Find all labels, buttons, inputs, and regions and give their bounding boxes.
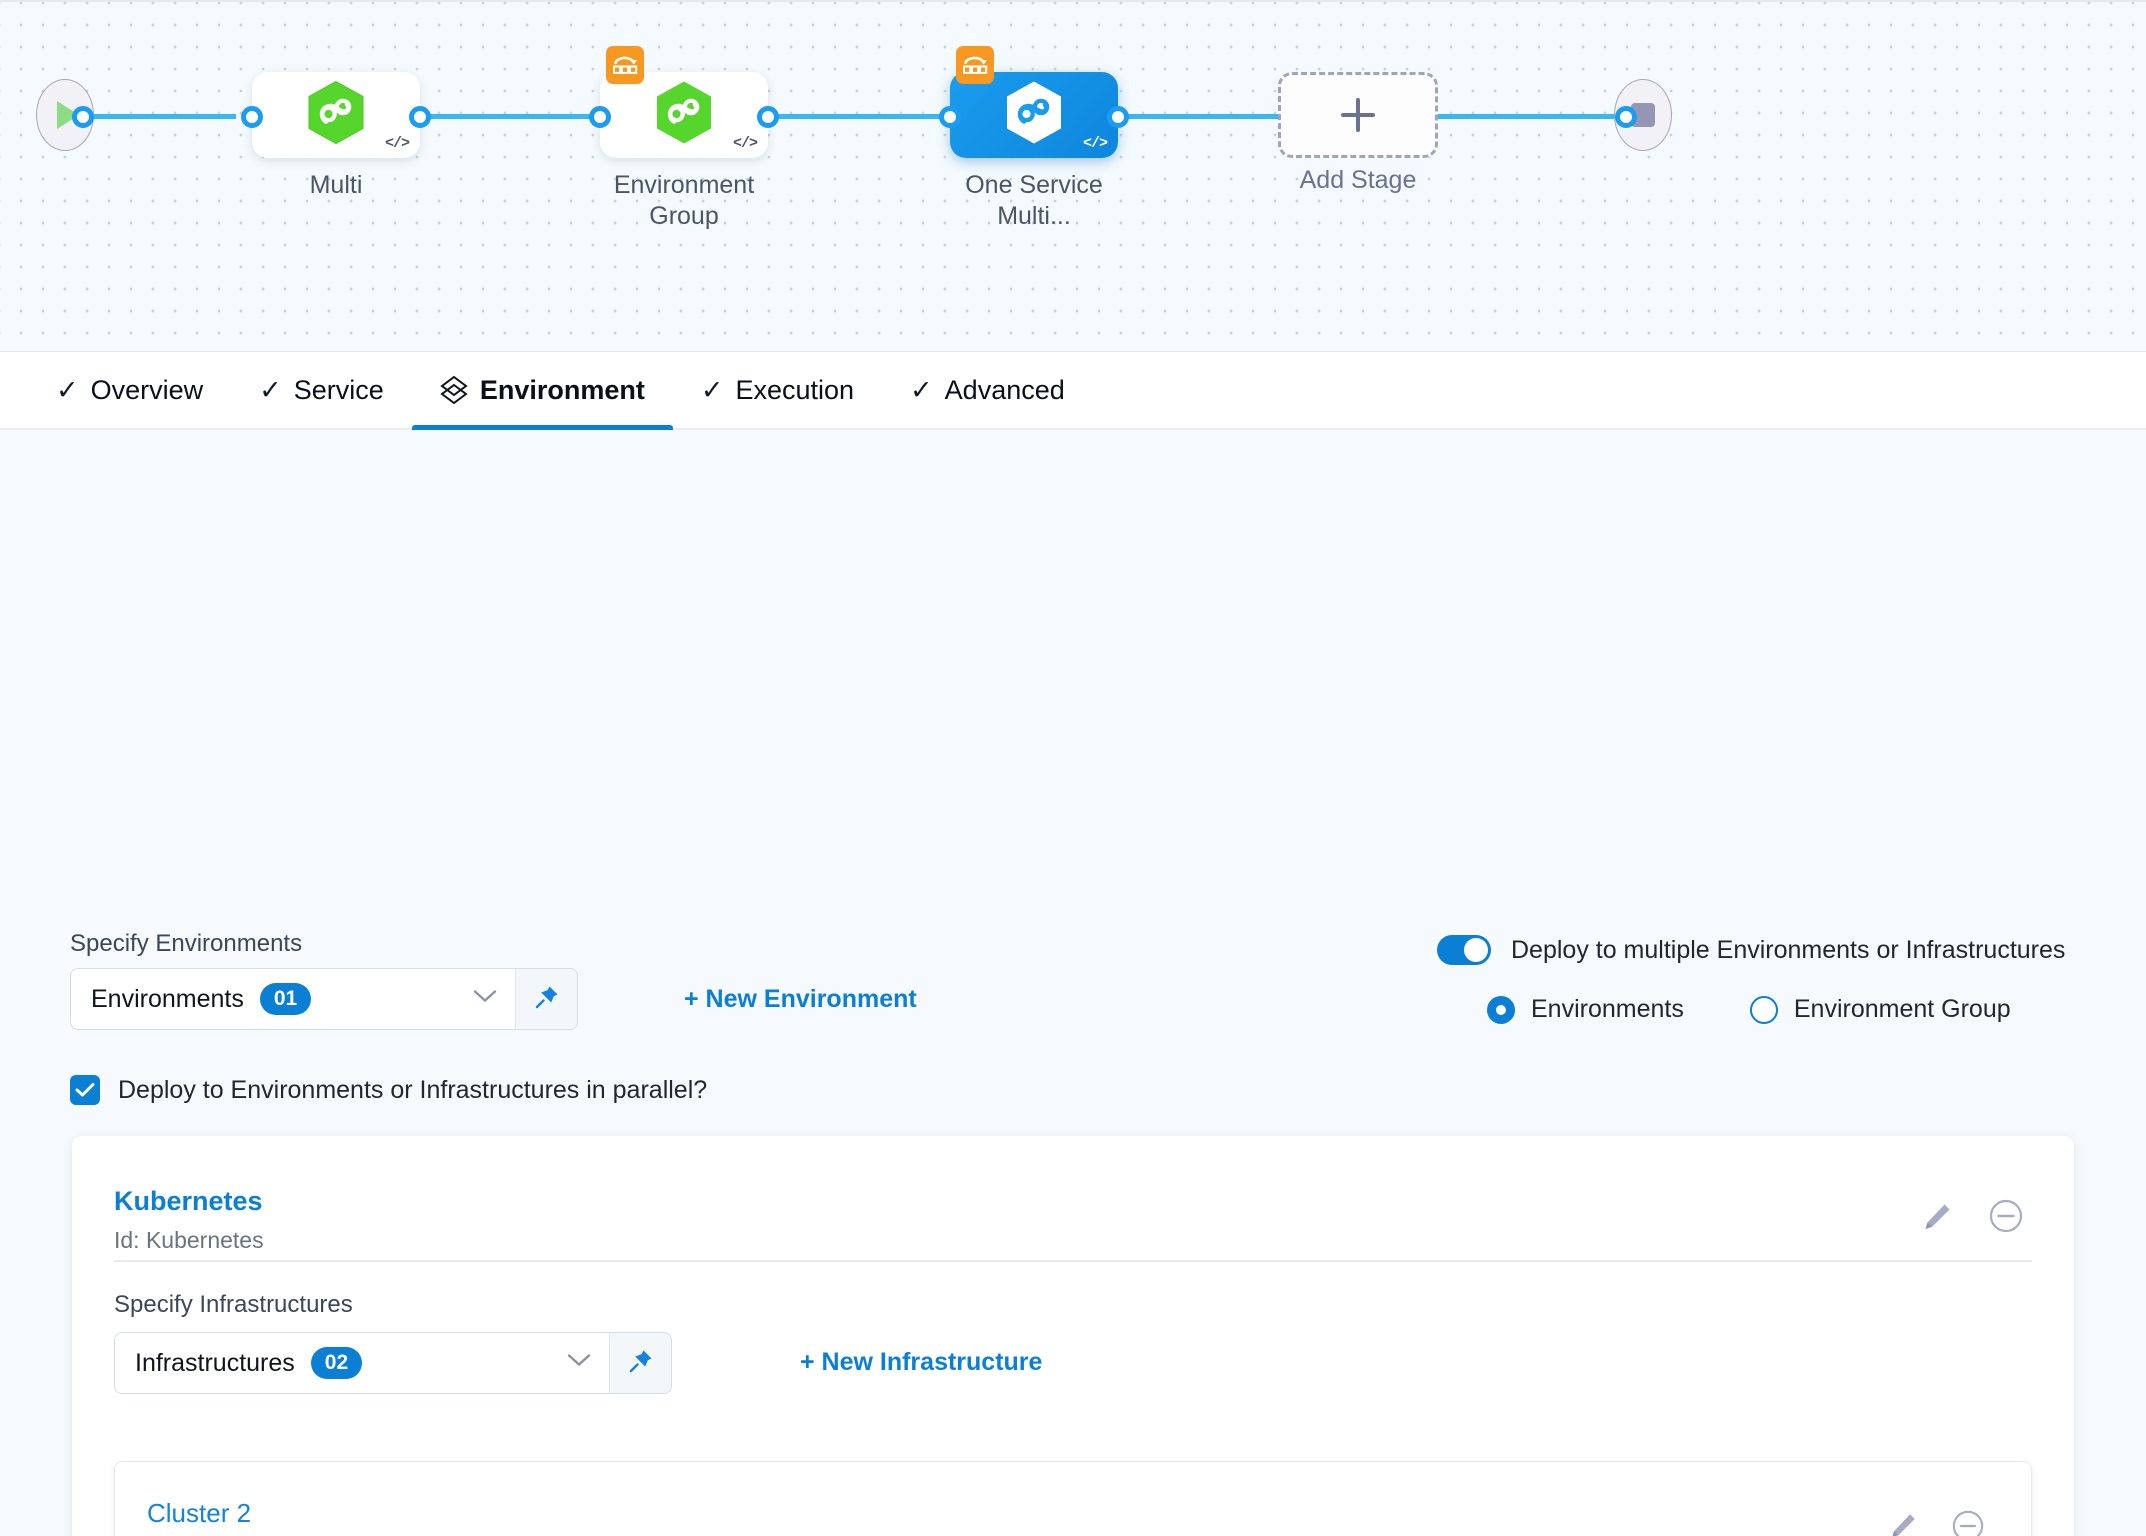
infrastructures-selector-main[interactable]: Infrastructures 02 [115, 1333, 609, 1393]
pipeline-port[interactable] [241, 106, 263, 128]
stage-tabs: ✓ Overview ✓ Service Environment ✓ Execu… [0, 351, 2146, 431]
radio-environment-group-input[interactable] [1749, 995, 1778, 1024]
tab-environment[interactable]: Environment [411, 351, 673, 431]
check-icon: ✓ [700, 374, 724, 405]
deploy-parallel-checkbox[interactable] [70, 1075, 100, 1105]
matrix-strategy-icon [956, 46, 994, 84]
chevron-down-icon[interactable] [473, 990, 497, 1009]
environment-id: Id: Kubernetes [114, 1227, 264, 1253]
radio-environments-input[interactable] [1487, 995, 1515, 1024]
pipeline-port[interactable] [589, 106, 611, 128]
code-glyph-icon[interactable]: </> [1082, 135, 1108, 152]
check-icon: ✓ [259, 374, 282, 405]
environment-edit-button[interactable] [1920, 1200, 1954, 1234]
pipeline-edge [1436, 114, 1626, 119]
harness-hex-icon [655, 81, 713, 150]
tab-label: Overview [90, 374, 204, 405]
harness-hex-icon [307, 80, 365, 150]
pipeline-port[interactable] [72, 106, 94, 128]
environment-card: Kubernetes Id: Kubernetes Specify Infras… [72, 1136, 2074, 1536]
check-icon: ✓ [56, 374, 79, 405]
layers-icon [440, 375, 468, 405]
infrastructures-selector[interactable]: Infrastructures 02 [114, 1332, 672, 1394]
environments-count-badge: 01 [259, 982, 312, 1016]
tab-advanced[interactable]: ✓ Advanced [882, 351, 1093, 429]
environments-pin-button[interactable] [515, 969, 577, 1029]
harness-hex-icon [1005, 81, 1063, 150]
deploy-multiple-toggle-row[interactable]: Deploy to multiple Environments or Infra… [1437, 935, 2065, 965]
radio-environment-group-label: Environment Group [1793, 995, 2011, 1023]
deploy-multiple-toggle[interactable] [1437, 935, 1491, 965]
environments-selector[interactable]: Environments 01 [70, 968, 578, 1030]
infrastructure-list-item[interactable]: Cluster 2 Id: Cluster_2 [114, 1461, 2032, 1536]
radio-environments-label: Environments [1531, 995, 1684, 1023]
pipeline-port[interactable] [409, 106, 431, 128]
pipeline-edge [420, 114, 600, 119]
infrastructures-selector-text: Infrastructures [135, 1348, 295, 1377]
infrastructure-item-text: Cluster 2 Id: Cluster_2 [147, 1498, 277, 1536]
pin-icon [534, 984, 560, 1015]
pin-icon [628, 1348, 654, 1379]
pipeline-stage-multi[interactable]: </> [252, 72, 420, 158]
pipeline-stage-label: Environment Group [613, 171, 755, 231]
environment-name-link[interactable]: Kubernetes [114, 1186, 263, 1216]
matrix-strategy-icon [606, 46, 644, 84]
tab-label: Execution [735, 374, 855, 405]
specify-infrastructures-label: Specify Infrastructures [114, 1291, 353, 1318]
pipeline-stage-label: One Service Multi... [965, 171, 1103, 231]
infrastructure-name-link[interactable]: Cluster 2 [147, 1498, 252, 1528]
radio-environments[interactable]: Environments [1487, 995, 1684, 1024]
code-glyph-icon[interactable]: </> [732, 135, 758, 152]
tab-execution[interactable]: ✓ Execution [673, 351, 882, 429]
pipeline-edge [76, 114, 236, 119]
pipeline-stage-one-service-multi[interactable]: </> [950, 46, 1118, 158]
add-stage-button[interactable] [1278, 72, 1438, 158]
tab-service[interactable]: ✓ Service [231, 351, 412, 429]
pipeline-canvas[interactable]: </> Multi </> Environment Group [0, 0, 2146, 352]
tab-label: Service [293, 374, 384, 405]
code-glyph-icon[interactable]: </> [384, 135, 410, 152]
infrastructures-count-badge: 02 [310, 1346, 363, 1380]
environments-selector-text: Environments [91, 984, 244, 1013]
pipeline-stage-environment-group[interactable]: </> [600, 46, 768, 158]
environment-remove-button[interactable] [1988, 1198, 2024, 1234]
deploy-target-radio-group: Environments Environment Group [1487, 995, 2011, 1024]
plus-icon [1341, 98, 1375, 132]
pipeline-port[interactable] [939, 106, 961, 128]
deploy-parallel-checkbox-row[interactable]: Deploy to Environments or Infrastructure… [70, 1075, 707, 1105]
environment-card-divider [114, 1260, 2032, 1262]
tab-overview[interactable]: ✓ Overview [28, 351, 231, 429]
add-stage-label: Add Stage [1299, 166, 1417, 194]
environment-card-header: Kubernetes Id: Kubernetes [114, 1186, 264, 1254]
infrastructure-remove-button[interactable] [1951, 1509, 1985, 1536]
pipeline-port[interactable] [1107, 106, 1129, 128]
new-environment-link[interactable]: + New Environment [684, 985, 917, 1013]
tab-label: Advanced [944, 374, 1065, 405]
infrastructure-edit-button[interactable] [1887, 1510, 1919, 1536]
pipeline-port[interactable] [1615, 106, 1637, 128]
new-infrastructure-link[interactable]: + New Infrastructure [800, 1348, 1043, 1376]
chevron-down-icon[interactable] [567, 1354, 591, 1373]
deploy-multiple-label: Deploy to multiple Environments or Infra… [1511, 935, 2066, 964]
radio-environment-group[interactable]: Environment Group [1749, 995, 2011, 1024]
environments-selector-main[interactable]: Environments 01 [71, 969, 515, 1029]
toggle-knob [1464, 938, 1488, 962]
pipeline-port[interactable] [757, 106, 779, 128]
tab-label: Environment [479, 374, 645, 405]
check-icon: ✓ [910, 374, 933, 405]
environment-tab-content: Specify Environments Environments 01 + N… [0, 430, 2146, 1536]
deploy-parallel-label: Deploy to Environments or Infrastructure… [118, 1075, 708, 1104]
infrastructures-pin-button[interactable] [609, 1333, 671, 1393]
pipeline-edge [770, 114, 950, 119]
specify-environments-label: Specify Environments [70, 930, 303, 957]
pipeline-edge [1118, 114, 1278, 119]
pipeline-stage-label: Multi [309, 171, 363, 199]
